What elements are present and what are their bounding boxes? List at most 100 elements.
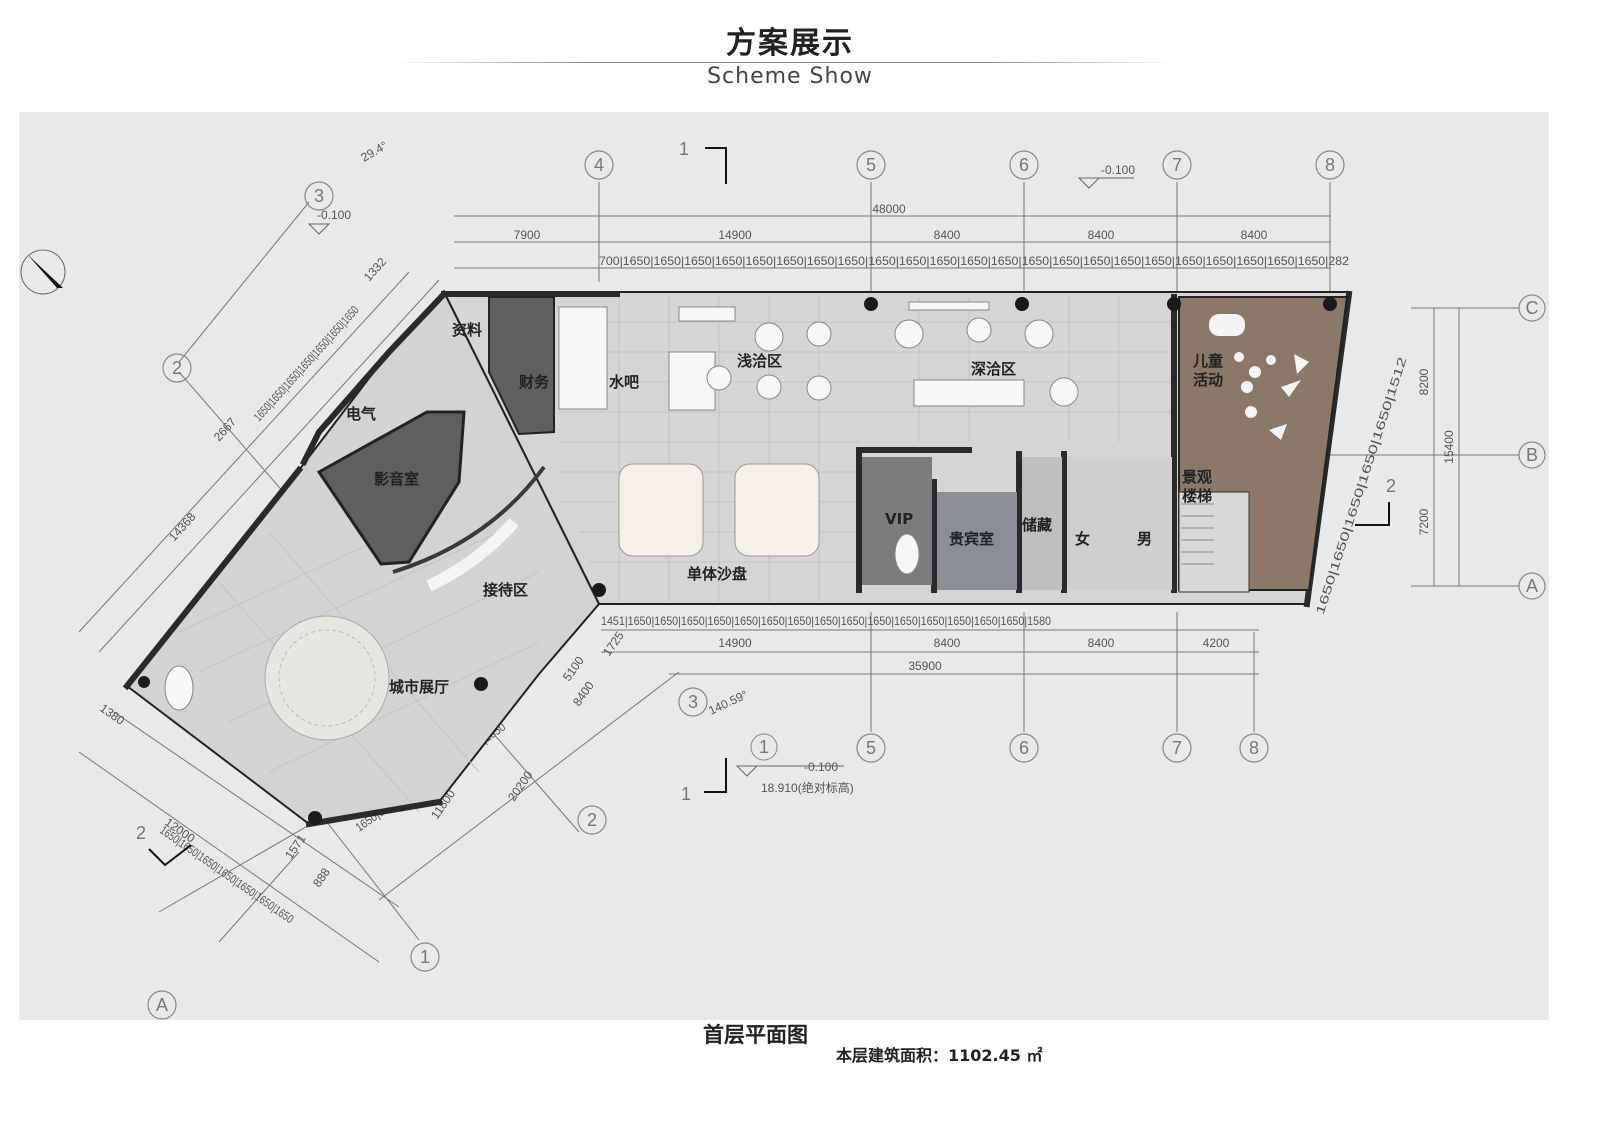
axis-label: C: [1526, 298, 1539, 318]
section-mark: 2: [136, 823, 146, 843]
dim-left: 888: [310, 865, 333, 890]
furniture: [164, 301, 1079, 711]
section-mark: 2: [1386, 476, 1396, 496]
room-label-deep-talk: 深洽区: [971, 360, 1016, 378]
room-label-women: 女: [1075, 530, 1090, 548]
city-model-disc: [264, 615, 390, 741]
axis-bubbles-top: [584, 150, 1345, 180]
room-label-archive: 资料: [452, 321, 482, 339]
level-marker: [307, 223, 331, 235]
dim-left: 2667: [211, 415, 239, 444]
level-marker: [735, 765, 759, 777]
room-label-men: 男: [1137, 530, 1152, 548]
dim-top-span: 8400: [934, 228, 961, 242]
dim-left-module: 1650|1650|1650|1650|1650|1650|1650: [157, 823, 296, 926]
floor-area-note: 本层建筑面积：1102.45 ㎡: [836, 1046, 1043, 1065]
dim-right-overall: 15400: [1442, 430, 1456, 464]
section-cut-top: [705, 147, 727, 184]
room-label-city-hall: 城市展厅: [389, 678, 449, 696]
top-dimensions: [454, 182, 1331, 292]
axis-label: 8: [1249, 738, 1259, 758]
structural-columns: [138, 297, 1337, 825]
axis-bubbles-left: [147, 181, 708, 1020]
page-title: 方案展示: [726, 26, 854, 61]
axis-label: A: [156, 995, 168, 1015]
stair-line: 景观: [1182, 468, 1212, 486]
dim-left: 1571: [282, 832, 309, 862]
room-label-model: 单体沙盘: [687, 565, 747, 583]
axis-label: A: [1526, 576, 1538, 596]
axis-label: 7: [1172, 738, 1182, 758]
kids-line: 儿童: [1192, 352, 1223, 370]
axis-label: 5: [866, 738, 876, 758]
stair-line: 楼梯: [1182, 487, 1212, 505]
finance-room: [488, 296, 555, 436]
model-table-b: [734, 463, 820, 557]
dim-top-span: 8400: [1241, 228, 1268, 242]
av-room: [316, 410, 466, 566]
section-mark: 1: [679, 139, 689, 159]
dim-bottom-span: 14900: [718, 636, 752, 650]
axis-label: 7: [1172, 155, 1182, 175]
level-bottom: -0.100: [804, 760, 838, 774]
page-subtitle: Scheme Show: [707, 64, 873, 89]
room-label-finance: 财务: [519, 373, 550, 391]
axis-label: 5: [866, 155, 876, 175]
guest-room-floor: [937, 492, 1017, 590]
feature-wall: [392, 465, 546, 574]
room-label-electrical: 电气: [346, 405, 376, 423]
dim-top-module: 700|1650|1650|1650|1650|1650|1650|1650|1…: [599, 254, 1349, 268]
reception-desk: [426, 518, 519, 592]
level-top-b: -0.100: [1101, 163, 1135, 177]
angle-b: 140.59°: [706, 687, 750, 717]
axis-label: 2: [587, 810, 597, 830]
section-cut-bottom: [704, 758, 727, 793]
floor-plan-drawing: 48000 7900 14900 8400 8400 8400 700|1650…: [20, 138, 1546, 1020]
section-cut-right: [1355, 502, 1390, 526]
dim-left: 8400: [570, 679, 597, 709]
bottom-dimensions: [601, 612, 1259, 732]
dim-bottom-span: 4200: [1203, 636, 1230, 650]
room-label-landscape-stair: 景观楼梯: [1182, 468, 1212, 505]
dim-bottom-module: 1451|1650|1650|1650|1650|1650|1650|1650|…: [601, 614, 1051, 628]
room-label-vip: VIP: [885, 510, 913, 528]
dim-top-span: 8400: [1088, 228, 1115, 242]
kids-line: 活动: [1193, 371, 1223, 389]
room-label-casual-talk: 浅洽区: [737, 352, 782, 370]
dim-top-span: 7900: [514, 228, 541, 242]
section-cut-left: [148, 844, 192, 867]
axis-label: 3: [314, 186, 324, 206]
dim-overall-top: 48000: [872, 202, 906, 216]
section-mark: 1: [759, 737, 769, 757]
axis-label: 8: [1325, 155, 1335, 175]
dim-bottom-overall: 35900: [908, 659, 942, 673]
level-top-a: -0.100: [317, 208, 351, 222]
axis-label: B: [1526, 445, 1538, 465]
dim-left: 1725: [600, 629, 627, 659]
axis-bubbles-bottom: [856, 733, 1269, 763]
room-label-guest-room: 贵宾室: [949, 530, 994, 548]
dim-left: 1380: [97, 701, 127, 728]
room-label-av-room: 影音室: [374, 470, 419, 488]
axis-label: 4: [594, 155, 604, 175]
angle-a: 29.4°: [359, 138, 391, 164]
room-label-water-bar: 水吧: [609, 373, 639, 391]
axis-label: 2: [172, 358, 182, 378]
dim-left: 1332: [361, 255, 389, 284]
north-arrow-icon: [20, 249, 66, 295]
dim-left: 20200: [505, 768, 536, 804]
section-mark: 1: [681, 784, 691, 804]
axis-label: 3: [688, 692, 698, 712]
kids-play-shapes: [1209, 314, 1309, 440]
model-table-a: [618, 463, 704, 557]
room-label-reception: 接待区: [483, 581, 528, 599]
room-label-storage: 储藏: [1022, 516, 1052, 534]
dim-right-span: 8200: [1417, 368, 1431, 395]
section-bubble: [750, 733, 778, 761]
drawing-caption: 首层平面图: [703, 1023, 808, 1047]
right-dimensions: [1279, 307, 1519, 587]
stair-treads: [1181, 503, 1214, 565]
floor-plan: 48000 7900 14900 8400 8400 8400 700|1650…: [19, 112, 1549, 1020]
room-label-kids: 儿童活动: [1192, 352, 1223, 389]
axis-label: 6: [1019, 738, 1029, 758]
